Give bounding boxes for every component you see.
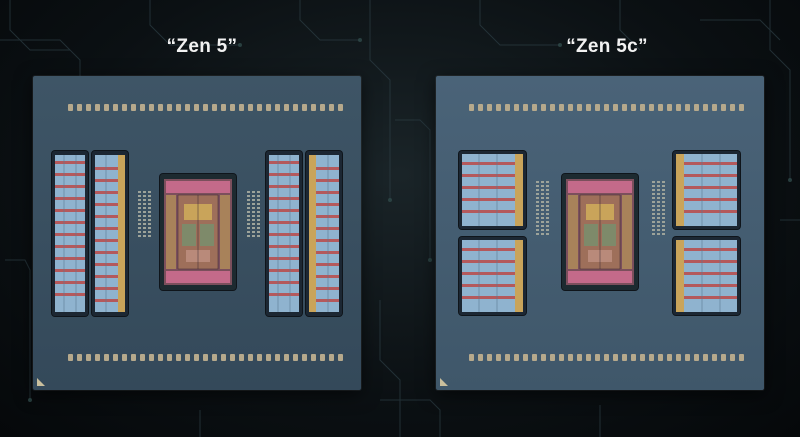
ccd-die bbox=[673, 237, 740, 315]
bottom-pad-row bbox=[68, 354, 343, 361]
zen5c-title: “Zen 5c” bbox=[566, 36, 648, 57]
zen5-title: “Zen 5” bbox=[166, 36, 238, 57]
io-die bbox=[160, 174, 236, 290]
io-die bbox=[562, 174, 638, 290]
pin1-marker bbox=[440, 378, 448, 386]
pin1-marker bbox=[37, 378, 45, 386]
zen5-processor-package bbox=[33, 76, 361, 390]
top-pad-row bbox=[68, 104, 343, 111]
top-pad-row bbox=[469, 104, 744, 111]
ccd-die bbox=[673, 151, 740, 229]
capacitor-array bbox=[536, 181, 549, 235]
ccd-die bbox=[52, 151, 88, 316]
capacitor-array bbox=[652, 181, 665, 235]
capacitor-array bbox=[247, 191, 260, 237]
ccd-die bbox=[459, 151, 526, 229]
bottom-pad-row bbox=[469, 354, 744, 361]
capacitor-array bbox=[138, 191, 151, 237]
ccd-die bbox=[306, 151, 342, 316]
ccd-die bbox=[92, 151, 128, 316]
ccd-die bbox=[459, 237, 526, 315]
ccd-die bbox=[266, 151, 302, 316]
zen5c-processor-package bbox=[436, 76, 764, 390]
